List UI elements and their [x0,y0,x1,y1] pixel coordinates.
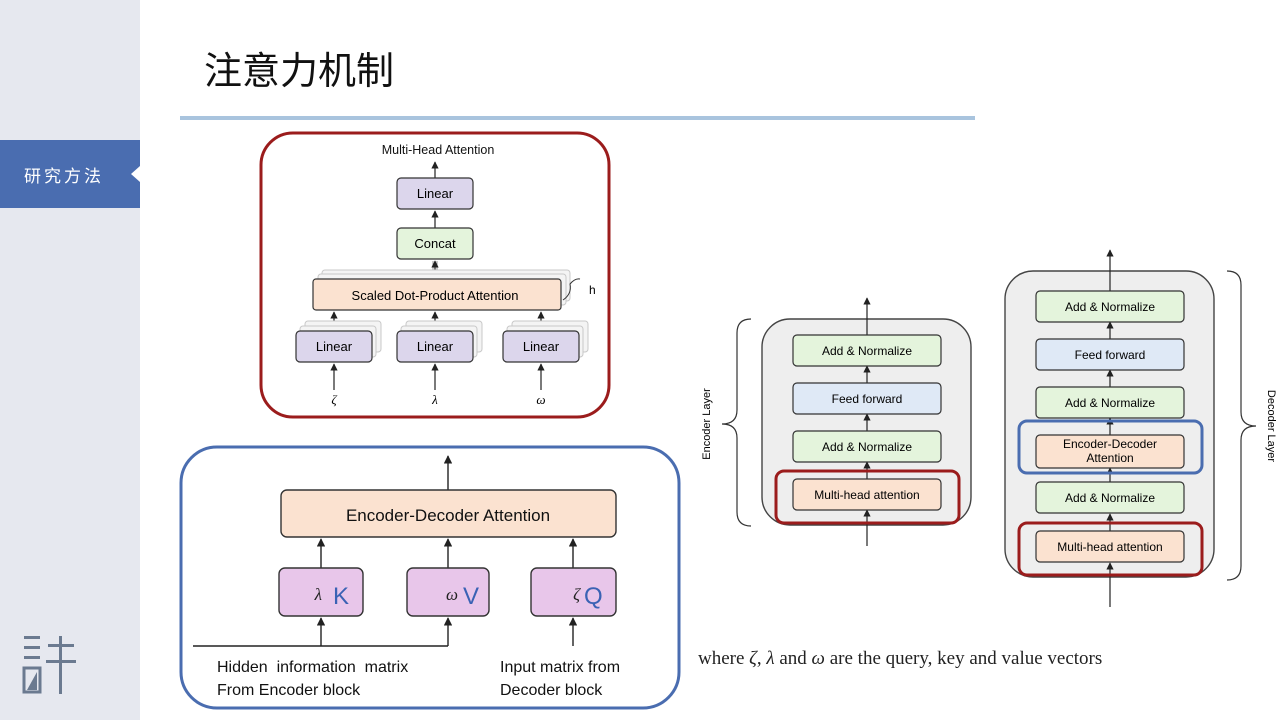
decoder-add-normalize-box [1035,386,1185,419]
caption-lambda: λ [766,648,775,669]
caption-rest: are the query, key and value vectors [829,648,1103,669]
decoder-brace [1226,270,1257,581]
title-divider [180,116,975,120]
mha-linear-box [502,330,580,363]
decoder-multi-head-highlight [1017,521,1204,577]
encoder-layer-label: Encoder Layer [701,388,713,460]
encoder-add-normalize-box [792,430,942,463]
key-symbol: λ [314,585,322,604]
decoder-add-normalize-box [1035,481,1185,514]
encoder-block-label: Feed forward [832,392,903,406]
mha-linear-label: Linear [523,339,560,354]
encoder-block-label: Add & Normalize [822,440,912,454]
mha-linear-top-box [396,177,474,210]
query-symbol: ζ [573,585,581,604]
decoder-block-label: Feed forward [1075,348,1146,362]
mha-concat-box [396,227,474,260]
encoder-add-normalize-box [792,334,942,367]
value-box [406,567,490,617]
encdec-attention-box [280,489,617,538]
encoder-layer-diagram: Add & Normalize Feed forward Add & Norma… [701,297,972,546]
decoder-block-label: Add & Normalize [1065,396,1155,410]
encoder-brace [721,318,752,527]
decoder-multi-head-box [1035,530,1185,563]
decoder-block-label: Add & Normalize [1065,300,1155,314]
mha-linear-label: Linear [316,339,353,354]
mha-linear-box [295,330,373,363]
mha-linear-box [396,330,474,363]
mha-heads-label: h [589,283,596,297]
multi-head-attention-diagram: Multi-Head Attention Linear Concat Scale… [259,131,611,419]
mha-title: Multi-Head Attention [382,143,495,157]
mha-linear-label: Linear [417,339,454,354]
query-letter: Q [584,583,603,610]
decoder-block-label: Encoder-Decoder [1063,437,1157,451]
decoder-layer-label: Decoder Layer [1265,390,1277,462]
mha-input-symbol: λ [431,392,438,407]
mha-sdpa-box [312,278,562,311]
key-box [278,567,364,617]
decoder-block-label: Attention [1086,451,1133,465]
encdec-attention-label: Encoder-Decoder Attention [346,506,550,525]
caption-omega: ω [811,648,825,669]
caption-and: and [779,648,807,669]
mha-linear-top-label: Linear [417,186,454,201]
caption: where ζ, λ and ω are the query, key and … [698,648,1102,670]
decoder-encdec-highlight [1017,419,1204,475]
encdec-right-label-2: Decoder block [500,682,603,699]
mha-input-symbol: ζ [331,392,337,407]
encoder-block-label: Add & Normalize [822,344,912,358]
decoder-encdec-attention-box [1035,434,1185,469]
mha-sdpa-label: Scaled Dot-Product Attention [352,288,519,303]
encoder-block-label: Multi-head attention [814,488,919,502]
logo-icon [22,636,76,694]
mha-input-symbol: ω [536,392,545,407]
encdec-left-label-1: Hidden information matrix [217,659,408,676]
encoder-decoder-attention-diagram: Encoder-Decoder Attention λ K ω V ζ Q Hi… [179,445,681,710]
encoder-feed-forward-box [792,382,942,415]
key-letter: K [333,583,349,610]
decoder-feed-forward-box [1035,338,1185,371]
query-box [530,567,617,617]
page-title: 注意力机制 [204,51,395,93]
value-letter: V [463,583,479,610]
caption-zeta: ζ [749,648,757,669]
decoder-block-label: Multi-head attention [1057,540,1162,554]
decoder-block-label: Add & Normalize [1065,491,1155,505]
caption-comma: , [756,648,762,669]
encoder-highlight [774,469,961,525]
decoder-add-normalize-box [1035,290,1185,323]
nav-tab-label: 研究方法 [24,166,104,186]
nav-tab-research-method[interactable]: 研究方法 [0,140,140,208]
decoder-layer-diagram: Add & Normalize Feed forward Add & Norma… [1004,249,1277,607]
encoder-multi-head-box [792,478,942,511]
mha-concat-label: Concat [414,236,456,251]
sidebar [0,0,140,720]
nav-pointer-icon [131,166,140,182]
encdec-left-label-2: From Encoder block [217,682,361,699]
caption-where: where [698,648,745,669]
encdec-right-label-1: Input matrix from [500,659,620,676]
value-symbol: ω [446,585,458,604]
